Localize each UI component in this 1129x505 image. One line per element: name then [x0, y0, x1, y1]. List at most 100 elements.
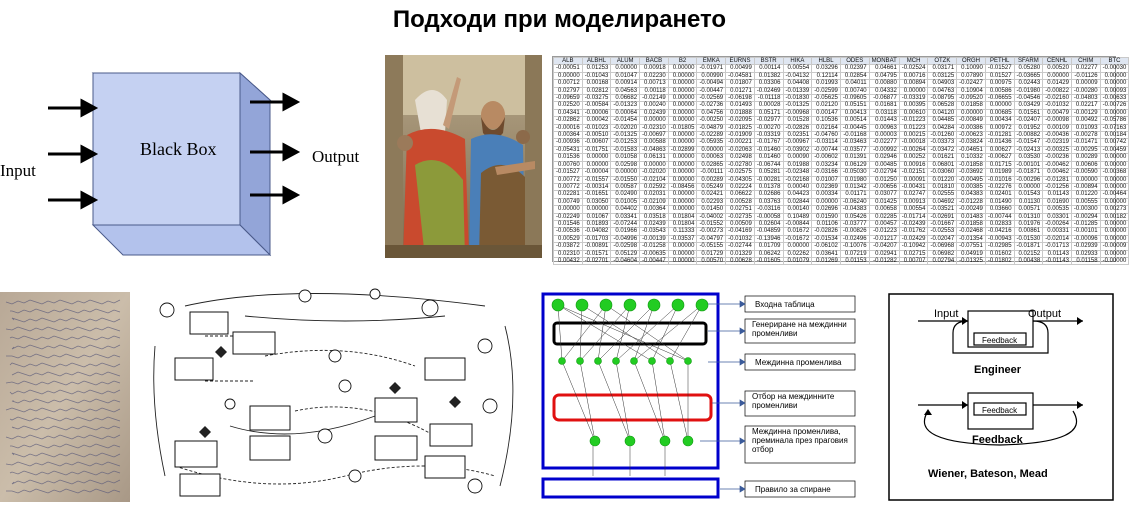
table-cell: -0.01703 [581, 234, 612, 244]
table-cell: 0.02369 [811, 182, 841, 192]
table-cell: 0.00273 [1099, 205, 1129, 214]
table-cell: 0.00000 [1099, 182, 1129, 192]
black-box-front [92, 72, 241, 226]
gmdh-network-diagram: Входна таблица Генериране на междинни пр… [541, 292, 856, 499]
network-edge [579, 360, 596, 442]
table-cell: 0.02592 [639, 182, 669, 192]
sketch-stock [174, 357, 214, 381]
table-cell: 0.00000 [1099, 71, 1129, 81]
sketch-node [482, 398, 498, 414]
table-cell: 0.04763 [927, 86, 958, 96]
table-cell: -0.00510 [581, 131, 612, 140]
table-cell: -0.02249 [553, 212, 583, 221]
table-cell: 0.00529 [553, 234, 583, 244]
table-cell: 0.00485 [868, 160, 900, 170]
table-cell: -0.00992 [868, 145, 900, 155]
table-cell: 0.01143 [1042, 249, 1072, 258]
table-cell: 0.00182 [1099, 212, 1129, 221]
table-cell: -0.04863 [639, 145, 669, 155]
table-cell: 0.00091 [898, 175, 929, 184]
table-cell: -0.00058 [753, 212, 784, 221]
table-cell: -0.04996 [610, 234, 641, 244]
table-cell: 0.00000 [667, 79, 698, 88]
table-cell: -0.06877 [868, 94, 900, 103]
table-cell: -0.00009 [1099, 242, 1129, 251]
table-cell: -0.01909 [725, 131, 755, 140]
table-cell: -0.00236 [1042, 153, 1072, 162]
table-cell: 0.00555 [1070, 197, 1101, 207]
painting-image [385, 55, 542, 258]
sketch-stock [429, 423, 473, 447]
page-title: Подходи при моделирането [392, 6, 727, 33]
table-cell: 0.01153 [839, 256, 870, 266]
table-cell: 0.01067 [581, 212, 612, 221]
table-cell: -0.00882 [1013, 131, 1044, 140]
nn-label-selection: Отбор на междинните променливи [752, 392, 835, 410]
table-cell: -0.01714 [898, 212, 929, 221]
table-cell: 0.00586 [984, 86, 1015, 96]
column-header: MONBAT [868, 56, 900, 66]
table-cell: 0.00240 [639, 101, 669, 110]
table-cell: 0.00215 [898, 131, 929, 140]
nn-label-generation-wrap: Генериране на междинни променливи [752, 320, 847, 338]
table-cell: -0.00431 [898, 182, 929, 192]
table-cell: 0.00479 [1042, 108, 1072, 118]
table-cell: 0.01005 [610, 197, 641, 207]
table-cell: -0.02794 [868, 168, 900, 177]
table-cell: 0.01079 [782, 256, 813, 266]
table-cell: -0.03166 [811, 168, 841, 177]
table-cell: 0.00000 [553, 71, 583, 81]
table-row: -0.00016-0.01023-0.02020-0.02310-0.01805… [553, 123, 1129, 133]
table-cell: -0.00697 [639, 131, 669, 140]
sketch-node [224, 398, 236, 410]
table-cell: -0.00894 [1070, 182, 1101, 192]
table-cell: 0.05171 [753, 108, 784, 118]
table-cell: -0.04216 [984, 227, 1015, 236]
table-cell: 0.05281 [753, 168, 784, 177]
table-cell: -0.02310 [639, 123, 669, 133]
table-cell: 0.03296 [811, 64, 841, 73]
table-cell: 0.01493 [725, 101, 755, 110]
handwriting-line [11, 398, 121, 404]
network-node [558, 357, 566, 365]
table-cell: -0.07551 [956, 242, 986, 251]
table-cell: 0.01269 [811, 256, 841, 266]
table-cell: 0.01220 [927, 175, 958, 184]
table-cell: -0.01802 [984, 256, 1015, 266]
table-cell: 0.02598 [610, 160, 641, 170]
table-cell: -0.00447 [639, 256, 669, 266]
table-cell: 0.00990 [696, 71, 727, 81]
sketch-stock [424, 357, 466, 381]
table-cell: -0.03114 [811, 138, 841, 147]
table-cell: -0.00278 [1070, 131, 1101, 140]
input-arrowhead [80, 98, 99, 118]
stop-rule-box [541, 477, 720, 499]
sketch-flow [184, 293, 486, 307]
table-cell: -0.02939 [1070, 242, 1101, 251]
table-cell: -0.02439 [898, 219, 929, 229]
top-feedback-box [973, 332, 1027, 346]
sketch-node [467, 478, 483, 494]
table-cell: 0.01527 [984, 71, 1015, 81]
table-cell: -0.00633 [1099, 94, 1129, 103]
table-cell: 0.00413 [839, 108, 870, 118]
table-cell: -0.02575 [725, 168, 755, 177]
table-cell: 0.00000 [1099, 249, 1129, 258]
table-cell: 0.00000 [1070, 175, 1101, 184]
table-cell: 0.00554 [782, 64, 813, 73]
table-cell: -0.04305 [725, 175, 755, 184]
table-cell: -0.01552 [696, 219, 727, 229]
table-cell: 0.00760 [553, 160, 583, 170]
table-cell: -0.01471 [1070, 138, 1101, 147]
table-cell: 0.00000 [667, 197, 698, 207]
network-node [671, 298, 685, 312]
table-cell: -0.02826 [811, 227, 841, 236]
sketch-stock [179, 473, 221, 497]
table-cell: -0.01168 [839, 131, 870, 140]
